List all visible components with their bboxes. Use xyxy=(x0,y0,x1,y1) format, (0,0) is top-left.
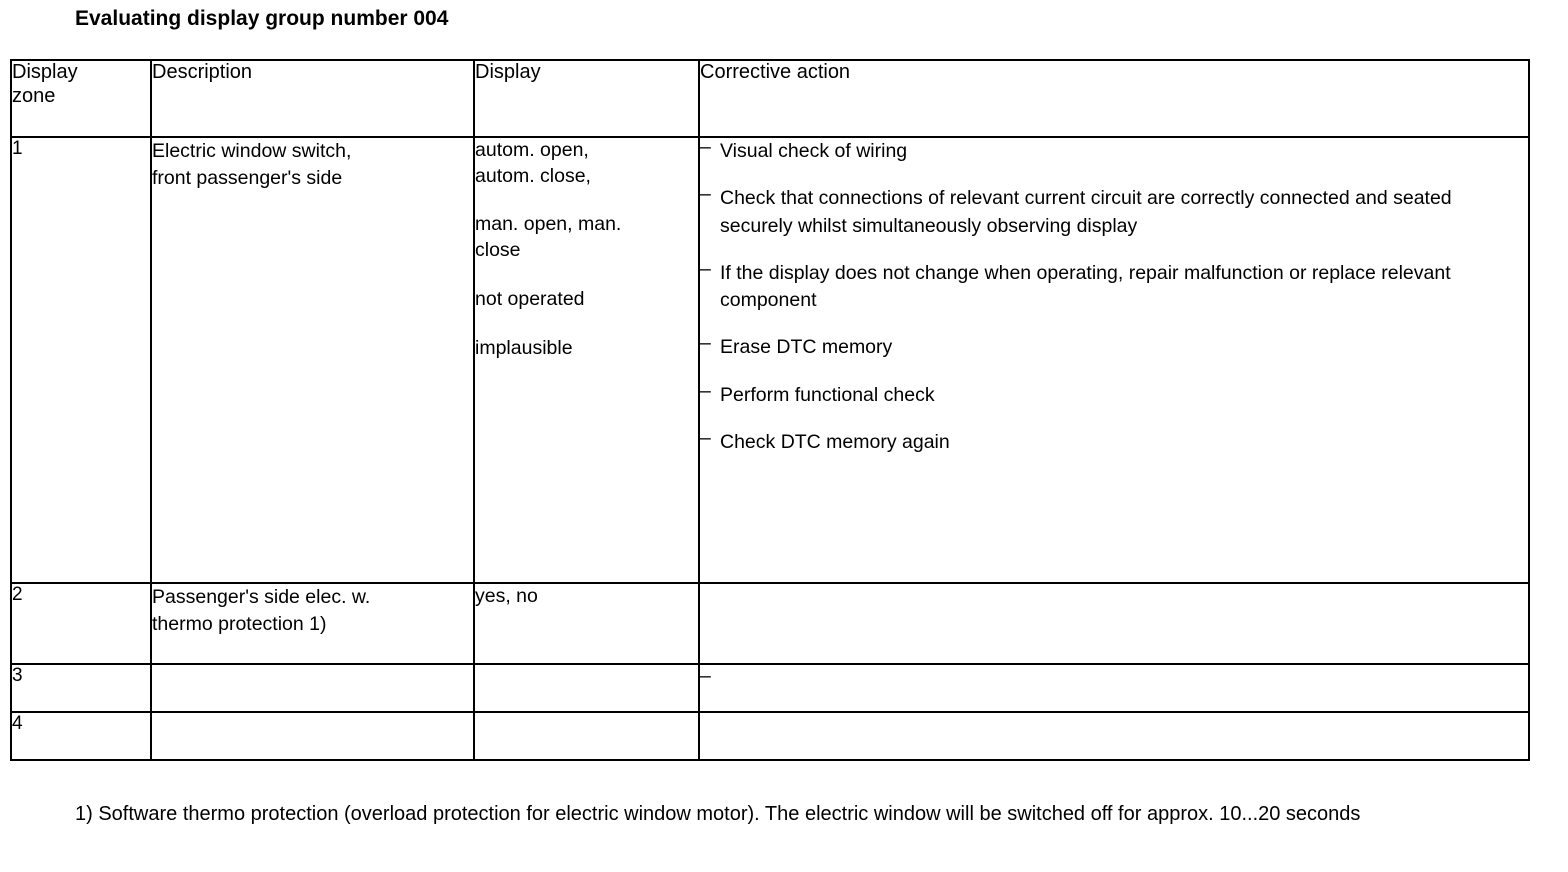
description-line2: front passenger's side xyxy=(152,166,343,189)
display-spacer-3 xyxy=(475,313,698,336)
table-row: 4 xyxy=(10,711,1530,761)
cell-description: Passenger's side elec. w. thermo protect… xyxy=(150,582,475,665)
description-line2: thermo protection 1) xyxy=(152,612,327,635)
evaluation-table: Display zone Description Display Correct… xyxy=(10,59,1530,761)
corrective-action-text: Visual check of wiring xyxy=(720,140,908,162)
corrective-action-item: – If the display does not change when op… xyxy=(700,258,1528,315)
cell-display-zone: 4 xyxy=(10,711,152,761)
dash-bullet-icon: – xyxy=(700,427,711,450)
footnote: 1) Software thermo protection (overload … xyxy=(75,803,1361,825)
cell-corrective-action: – xyxy=(698,663,1530,713)
dash-bullet-icon: – xyxy=(700,379,711,402)
display-value-not-operated: not operated xyxy=(475,287,585,310)
cell-corrective-action: – Visual check of wiring – Check that co… xyxy=(698,136,1530,584)
display-value-implausible: implausible xyxy=(475,336,573,359)
cell-description xyxy=(150,663,475,713)
column-header-display: Display xyxy=(473,59,700,138)
cell-display-zone: 2 xyxy=(10,582,152,665)
description-line1: Electric window switch, xyxy=(152,140,352,162)
cell-corrective-action xyxy=(698,582,1530,665)
description-line1: Passenger's side elec. w. xyxy=(152,586,371,608)
corrective-action-text: If the display does not change when oper… xyxy=(720,261,1451,312)
dash-bullet-icon: – xyxy=(700,183,711,206)
display-value-group-1: autom. open, autom. close, xyxy=(475,138,698,189)
column-header-display-zone-line1: Display xyxy=(12,61,78,83)
cell-corrective-action xyxy=(698,711,1530,761)
display-value-man-close: close xyxy=(475,239,521,262)
cell-display-values xyxy=(473,663,700,713)
corrective-action-item: – Check that connections of relevant cur… xyxy=(700,183,1528,240)
cell-display-values: autom. open, autom. close, man. open, ma… xyxy=(473,136,700,584)
corrective-action-item: – Perform functional check xyxy=(700,380,1528,409)
table-header-row: Display zone Description Display Correct… xyxy=(10,59,1530,138)
column-header-description: Description xyxy=(150,59,475,138)
corrective-action-text: Erase DTC memory xyxy=(720,336,893,359)
corrective-action-list: – Visual check of wiring – Check that co… xyxy=(700,136,1528,456)
cell-description xyxy=(150,711,475,761)
corrective-action-item: – Erase DTC memory xyxy=(700,332,1528,361)
corrective-action-text: Check that connections of relevant curre… xyxy=(720,187,1452,237)
cell-display-zone: 3 xyxy=(10,663,152,713)
cell-display-values xyxy=(473,711,700,761)
page-title: Evaluating display group number 004 xyxy=(75,7,449,30)
corrective-action-text: Check DTC memory again xyxy=(720,431,950,454)
cell-display-zone: 1 xyxy=(10,136,152,584)
display-value-group-2: man. open, man. close xyxy=(475,212,698,263)
dash-placeholder-icon: – xyxy=(700,665,711,687)
column-header-display-zone-line2: zone xyxy=(12,84,56,107)
column-header-corrective-action: Corrective action xyxy=(698,59,1530,138)
cell-display-values: yes, no xyxy=(473,582,700,665)
dash-bullet-icon: – xyxy=(700,136,711,158)
corrective-action-text: Perform functional check xyxy=(720,383,935,406)
dash-bullet-icon: – xyxy=(700,257,711,280)
display-value-man-open: man. open, man. xyxy=(475,213,622,236)
display-value-autom-close: autom. close, xyxy=(475,164,591,187)
corrective-action-item: – Check DTC memory again xyxy=(700,427,1528,456)
display-spacer-1 xyxy=(475,189,698,212)
table-row: 2 Passenger's side elec. w. thermo prote… xyxy=(10,582,1530,665)
display-value-autom-open: autom. open, xyxy=(475,139,589,161)
table-row: 3 – xyxy=(10,663,1530,713)
cell-description: Electric window switch, front passenger'… xyxy=(150,136,475,584)
display-spacer-2 xyxy=(475,264,698,287)
table-row: 1 Electric window switch, front passenge… xyxy=(10,136,1530,584)
column-header-display-zone: Display zone xyxy=(10,59,152,138)
corrective-action-item: – Visual check of wiring xyxy=(700,136,1528,165)
dash-bullet-icon: – xyxy=(700,332,711,355)
